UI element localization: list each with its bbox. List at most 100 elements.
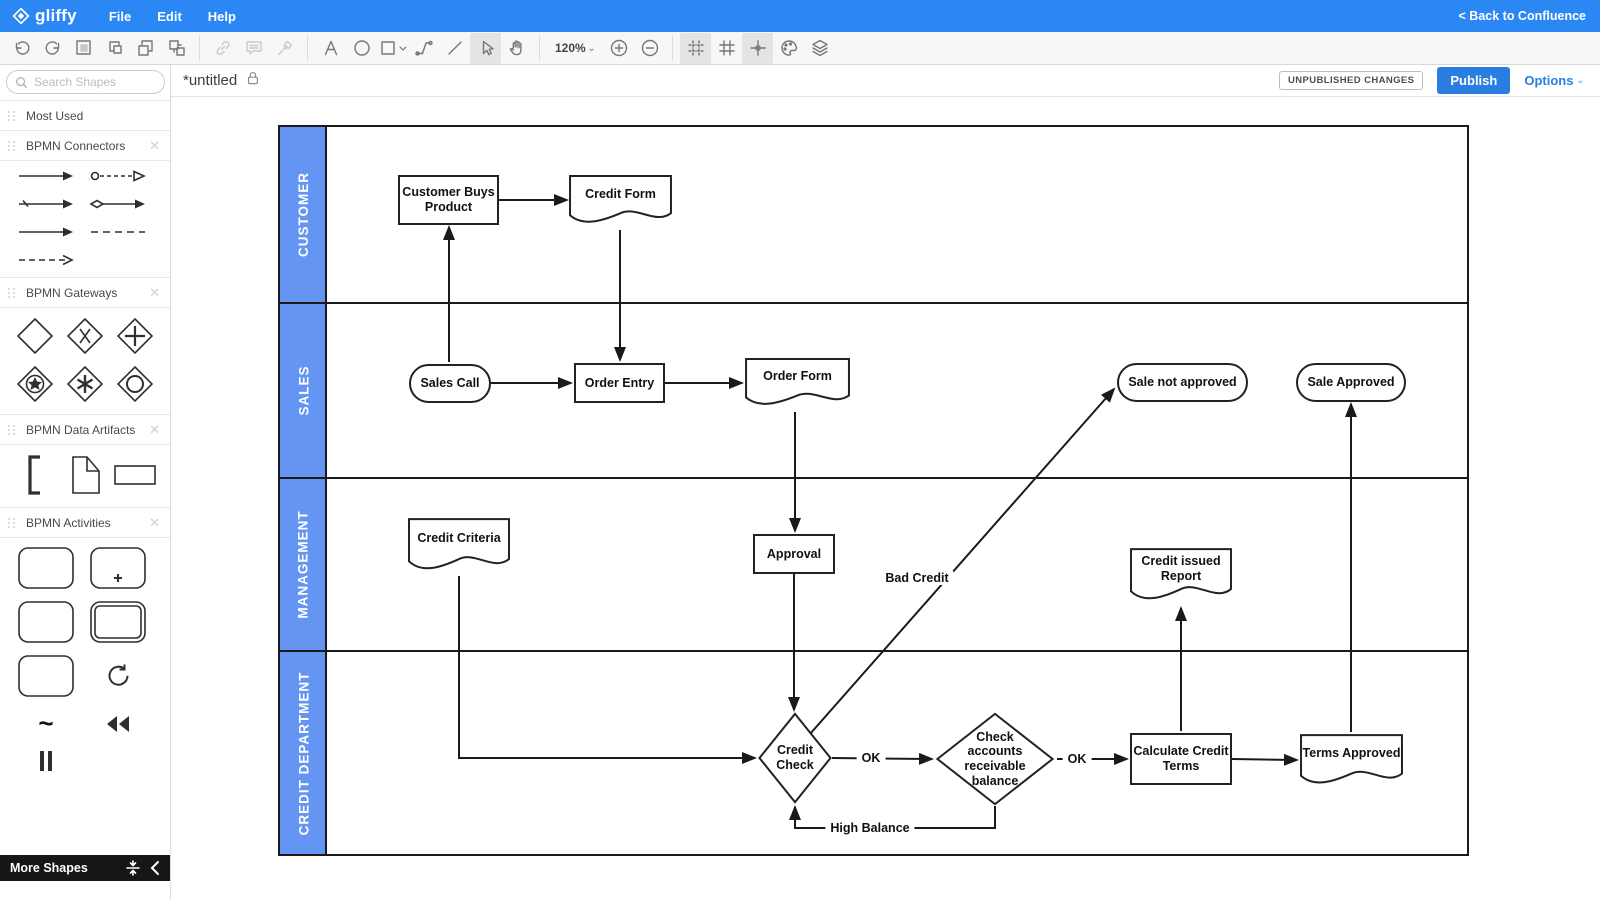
node-order-form[interactable]: Order Form <box>745 358 850 410</box>
connector-association-shape[interactable] <box>89 225 147 239</box>
drag-handle-icon[interactable] <box>8 424 16 435</box>
lane-header-sales[interactable]: SALES <box>296 365 312 416</box>
lane-header-management[interactable]: MANAGEMENT <box>296 510 311 619</box>
guides-icon[interactable] <box>742 32 774 64</box>
pointer-tool-icon[interactable] <box>470 32 501 64</box>
section-bpmn-connectors[interactable]: BPMN Connectors ✕ <box>0 130 170 160</box>
connector-message-flow-shape[interactable] <box>89 169 147 183</box>
publish-button[interactable]: Publish <box>1437 67 1511 94</box>
pan-tool-icon[interactable] <box>501 33 532 64</box>
activity-loop-marker-shape[interactable] <box>103 661 133 691</box>
bring-forward-icon[interactable] <box>130 33 161 64</box>
node-customer-buys-product[interactable]: Customer Buys Product <box>398 175 499 225</box>
more-shapes-bar[interactable]: More Shapes <box>0 855 170 881</box>
edge-label-high-balance[interactable]: High Balance <box>825 821 915 835</box>
activity-adhoc-marker-shape[interactable]: ~ <box>38 708 54 738</box>
gateway-event-x-shape[interactable] <box>65 316 105 356</box>
group-icon[interactable] <box>68 33 99 64</box>
close-icon[interactable]: ✕ <box>149 421 160 437</box>
activity-task-shape[interactable] <box>17 546 75 590</box>
lane-header-credit-department[interactable]: CREDIT DEPARTMENT <box>296 671 311 835</box>
collapse-panels-icon[interactable] <box>125 860 141 876</box>
menu-edit[interactable]: Edit <box>157 8 182 24</box>
zoom-in-icon[interactable] <box>603 33 634 64</box>
node-approval[interactable]: Approval <box>753 534 835 574</box>
node-sale-not-approved[interactable]: Sale not approved <box>1117 363 1248 402</box>
eyedropper-icon[interactable] <box>269 33 300 64</box>
node-sales-call[interactable]: Sales Call <box>409 364 491 403</box>
node-sale-approved[interactable]: Sale Approved <box>1296 363 1406 402</box>
node-order-entry[interactable]: Order Entry <box>574 363 665 403</box>
gateway-exclusive-shape[interactable] <box>15 316 55 356</box>
connector-sequence-flow-shape[interactable] <box>17 225 75 239</box>
line-tool-icon[interactable] <box>439 33 470 64</box>
edge-label-ok[interactable]: OK <box>856 751 886 765</box>
connector-conditional-flow-shape[interactable] <box>89 197 147 211</box>
artifact-annotation-rect-shape[interactable] <box>112 453 158 497</box>
section-bpmn-gateways[interactable]: BPMN Gateways ✕ <box>0 277 170 307</box>
close-icon[interactable]: ✕ <box>149 284 160 300</box>
drag-handle-icon[interactable] <box>8 140 16 151</box>
collapse-sidebar-chevron-icon[interactable] <box>149 860 161 876</box>
connector-solid-arrow-shape[interactable] <box>17 169 75 183</box>
edge-label-bad-credit[interactable]: Bad Credit <box>880 571 954 585</box>
gateway-complex-star-shape[interactable] <box>15 364 55 404</box>
section-bpmn-activities[interactable]: BPMN Activities ✕ <box>0 507 170 537</box>
node-credit-issued-report[interactable]: Credit issued Report <box>1130 548 1232 605</box>
connector-dashed-arrow-shape[interactable] <box>17 253 75 267</box>
link-icon[interactable] <box>207 33 238 64</box>
gateway-event-circle-shape[interactable] <box>115 364 155 404</box>
search-shapes-box[interactable] <box>6 70 165 94</box>
gliffy-logo[interactable]: gliffy <box>0 6 91 26</box>
close-icon[interactable]: ✕ <box>149 137 160 153</box>
section-most-used[interactable]: Most Used <box>0 100 170 130</box>
diagram-canvas[interactable]: CUSTOMER SALES MANAGEMENT CREDIT DEPARTM… <box>171 97 1600 900</box>
redo-icon[interactable] <box>37 33 68 64</box>
undo-icon[interactable] <box>6 33 37 64</box>
layers-icon[interactable] <box>804 33 835 64</box>
artifact-group-bracket-shape[interactable] <box>15 453 55 497</box>
activity-task-shape[interactable] <box>17 654 75 698</box>
node-credit-criteria[interactable]: Credit Criteria <box>408 518 510 575</box>
activity-compensation-marker-shape[interactable] <box>103 714 133 734</box>
theme-palette-icon[interactable] <box>773 33 804 64</box>
menu-file[interactable]: File <box>108 8 132 24</box>
menu-help[interactable]: Help <box>207 8 236 24</box>
close-icon[interactable]: ✕ <box>149 514 160 530</box>
grid-icon[interactable] <box>711 33 742 64</box>
send-backward-icon[interactable] <box>161 33 192 64</box>
options-dropdown[interactable]: Options ⌄ <box>1524 73 1584 88</box>
drag-handle-icon[interactable] <box>8 110 16 121</box>
connector-default-flow-shape[interactable] <box>17 197 75 211</box>
gateway-inclusive-asterisk-shape[interactable] <box>65 364 105 404</box>
node-calculate-credit-terms[interactable]: Calculate Credit Terms <box>1130 733 1232 785</box>
artifact-data-object-shape[interactable] <box>65 453 105 497</box>
activity-pause-marker-shape[interactable] <box>36 749 56 771</box>
search-shapes-input[interactable] <box>34 75 149 89</box>
ungroup-icon[interactable] <box>99 33 130 64</box>
lane-header-customer[interactable]: CUSTOMER <box>296 171 312 258</box>
gateway-parallel-shape[interactable] <box>115 316 155 356</box>
lock-icon[interactable] <box>245 70 260 91</box>
node-check-accounts-receivable-balance[interactable]: Check accounts receivable balance <box>935 712 1055 806</box>
zoom-out-icon[interactable] <box>634 33 665 64</box>
document-title[interactable]: *untitled <box>183 72 238 89</box>
shape-tool-icon[interactable] <box>377 33 408 64</box>
connector-tool-icon[interactable] <box>408 33 439 64</box>
comment-icon[interactable] <box>238 33 269 64</box>
node-credit-form[interactable]: Credit Form <box>569 175 672 228</box>
activity-transaction-shape[interactable] <box>89 600 147 644</box>
back-to-confluence-link[interactable]: < Back to Confluence <box>1458 9 1586 23</box>
drag-handle-icon[interactable] <box>8 287 16 298</box>
section-bpmn-data-artifacts[interactable]: BPMN Data Artifacts ✕ <box>0 414 170 444</box>
node-credit-check[interactable]: Credit Check <box>758 712 832 804</box>
text-tool-icon[interactable] <box>315 33 346 64</box>
drag-handle-icon[interactable] <box>8 517 16 528</box>
zoom-level-control[interactable]: 120% ⌄ <box>547 41 603 55</box>
activity-task-shape[interactable] <box>17 600 75 644</box>
ellipse-tool-icon[interactable] <box>346 33 377 64</box>
snap-to-grid-icon[interactable] <box>680 32 712 64</box>
node-terms-approved[interactable]: Terms Approved <box>1300 734 1403 789</box>
activity-subprocess-shape[interactable] <box>89 546 147 590</box>
edge-label-ok[interactable]: OK <box>1062 752 1092 766</box>
